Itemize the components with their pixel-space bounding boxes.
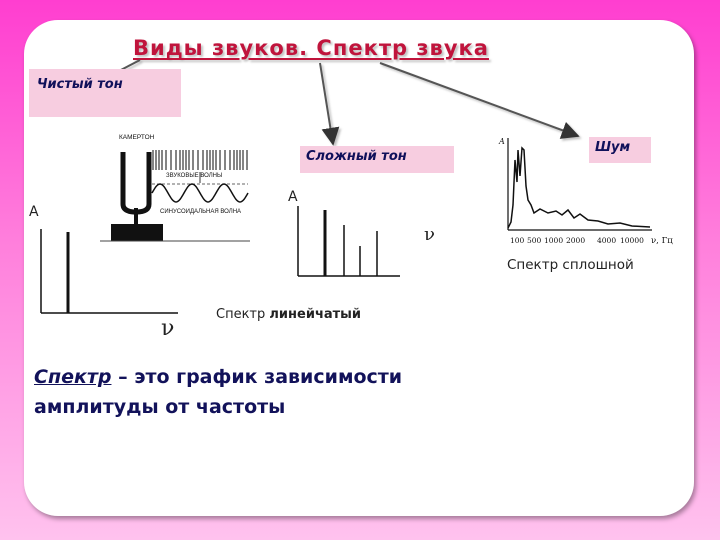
- noise-tick-label: 4000: [597, 236, 616, 245]
- complex-tone-axis-nu: ν: [424, 224, 435, 245]
- sine-label: СИНУСОИДАЛЬНАЯ ВОЛНА: [160, 209, 241, 215]
- noise-tick-label: 1000: [544, 236, 563, 245]
- noise-tick-label: 2000: [566, 236, 585, 245]
- noise-axis-a: A: [498, 137, 505, 146]
- complex-tone-axis-a: A: [288, 189, 298, 205]
- noise-tick-label: 100: [510, 236, 525, 245]
- noise-tick-label: 500: [527, 236, 542, 245]
- complex-tone-label: Сложный тон: [300, 146, 454, 173]
- noise-curve: [507, 146, 651, 229]
- slide-title: Виды звуков. Спектр звука: [133, 36, 489, 60]
- noise-caption: Спектр сплошной: [507, 257, 634, 273]
- fork-base: [111, 224, 163, 241]
- pure-tone-axis-nu: ν: [161, 316, 175, 341]
- pure-tone-axis-a: A: [29, 204, 39, 220]
- sine-wave: [151, 183, 249, 203]
- pure-tone-label: Чистый тон: [29, 69, 181, 117]
- arrow-to-noise: [379, 62, 580, 139]
- complex-tone-caption: Спектр линейчатый: [216, 307, 362, 322]
- definition-term: Спектр: [34, 366, 112, 388]
- arrow-to-complex-tone: [319, 62, 340, 146]
- fork-stem: [134, 208, 138, 224]
- noise-axis-nu: ν, Гц: [651, 236, 673, 246]
- fork-label: КАМЕРТОН: [119, 134, 155, 141]
- sound-waves-bars: [152, 150, 248, 170]
- fork-prongs: [120, 152, 152, 215]
- noise-tick-label: 10000: [620, 236, 644, 245]
- waves-label: ЗВУКОВЫЕ ВОЛНЫ: [166, 173, 222, 179]
- noise-label: Шум: [589, 137, 651, 163]
